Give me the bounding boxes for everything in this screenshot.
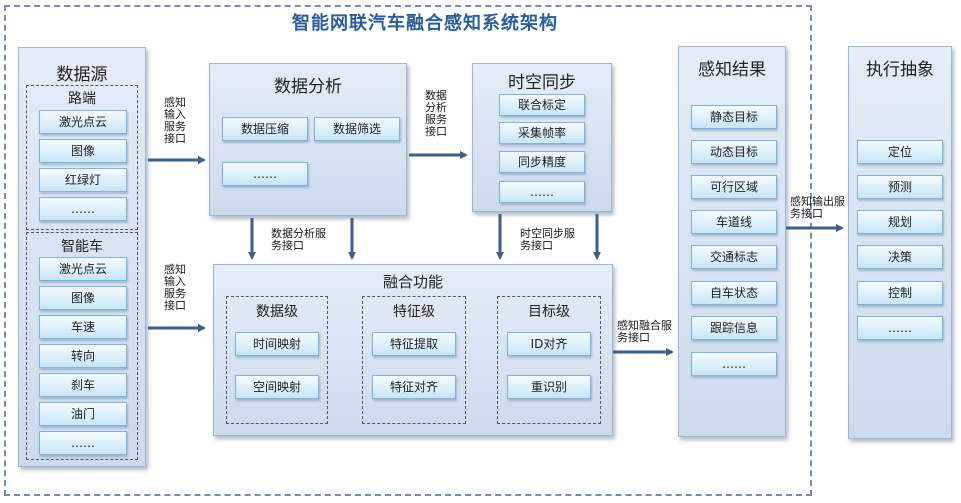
roadside-item: 红绿灯 xyxy=(39,168,127,192)
feature-level-item: 特征提取 xyxy=(372,332,456,356)
execution-item: 定位 xyxy=(857,140,943,164)
roadside-title: 路端 xyxy=(68,91,96,107)
fusion-title: 融合功能 xyxy=(382,273,443,291)
execution-item: 规划 xyxy=(857,210,943,234)
spatiotemporal-sync-panel: 时空同步 联合标定 采集帧率 同步精度 …… xyxy=(472,63,612,212)
roadside-group: 路端 激光点云 图像 红绿灯 …… xyxy=(26,85,138,230)
execution-item: 控制 xyxy=(857,281,943,305)
data-analysis-panel: 数据分析 数据压缩 数据筛选 …… xyxy=(209,63,407,216)
execution-item: …… xyxy=(857,316,943,340)
data-analysis-item: 数据压缩 xyxy=(222,117,308,141)
data-analysis-item: 数据筛选 xyxy=(314,117,400,141)
vehicle-item: 激光点云 xyxy=(39,257,127,281)
execution-item: 决策 xyxy=(857,245,943,269)
data-analysis-item: …… xyxy=(222,162,308,186)
perception-result-item: 车道线 xyxy=(691,210,777,234)
vehicle-title: 智能车 xyxy=(61,239,103,255)
analysis-interface-label: 数据分析服务接口 xyxy=(425,89,447,138)
perception-result-item: 自车状态 xyxy=(691,281,777,305)
data-analysis-title: 数据分析 xyxy=(274,77,342,97)
input-interface-label-bottom: 感知输入服务接口 xyxy=(164,263,186,312)
data-level-item: 空间映射 xyxy=(235,375,319,399)
target-level-group: 目标级 ID对齐 重识别 xyxy=(497,296,601,424)
perception-results-title: 感知结果 xyxy=(698,60,766,80)
feature-level-group: 特征级 特征提取 特征对齐 xyxy=(362,296,466,424)
fusion-panel: 融合功能 数据级 时间映射 空间映射 特征级 特征提取 特征对齐 目标级 ID对… xyxy=(213,264,613,436)
perception-result-item: 交通标志 xyxy=(691,245,777,269)
roadside-item: …… xyxy=(39,197,127,221)
target-level-item: 重识别 xyxy=(507,375,591,399)
fusion-out-interface-label: 感知融合服务接口 xyxy=(617,319,672,344)
perception-out-interface-label: 感知输出服务接口 xyxy=(790,195,845,220)
roadside-item: 激光点云 xyxy=(39,110,127,134)
data-level-item: 时间映射 xyxy=(235,332,319,356)
execution-panel: 执行抽象 定位 预测 规划 决策 控制 …… xyxy=(848,46,952,439)
roadside-item: 图像 xyxy=(39,139,127,163)
execution-item: 预测 xyxy=(857,175,943,199)
perception-result-item: 可行区域 xyxy=(691,175,777,199)
perception-result-item: 跟踪信息 xyxy=(691,316,777,340)
data-source-panel: 数据源 路端 激光点云 图像 红绿灯 …… 智能车 激光点云 图像 车速 转向 … xyxy=(18,47,146,467)
target-level-title: 目标级 xyxy=(528,304,570,320)
data-source-title: 数据源 xyxy=(56,65,108,85)
perception-result-item: 静态目标 xyxy=(691,105,777,129)
perception-results-panel: 感知结果 静态目标 动态目标 可行区域 车道线 交通标志 自车状态 跟踪信息 …… xyxy=(678,46,786,437)
sync-down-interface-label: 时空同步服务接口 xyxy=(520,227,575,252)
spatiotemporal-sync-title: 时空同步 xyxy=(508,73,576,93)
vehicle-item: 油门 xyxy=(39,402,127,426)
vehicle-item: 转向 xyxy=(39,344,127,368)
data-level-title: 数据级 xyxy=(256,304,298,320)
perception-result-item: 动态目标 xyxy=(691,140,777,164)
sync-item: 同步精度 xyxy=(499,151,585,173)
target-level-item: ID对齐 xyxy=(507,332,591,356)
sync-item: 联合标定 xyxy=(499,94,585,116)
perception-result-item: …… xyxy=(691,352,777,376)
vehicle-item: 刹车 xyxy=(39,373,127,397)
system-boundary xyxy=(4,5,812,496)
sync-item: 采集帧率 xyxy=(499,122,585,144)
vehicle-item: …… xyxy=(39,431,127,455)
data-level-group: 数据级 时间映射 空间映射 xyxy=(226,296,328,424)
sync-item: …… xyxy=(499,181,585,203)
vehicle-group: 智能车 激光点云 图像 车速 转向 刹车 油门 …… xyxy=(26,232,138,460)
diagram-title: 智能网联汽车融合感知系统架构 xyxy=(292,13,558,34)
vehicle-item: 图像 xyxy=(39,286,127,310)
analysis-down-interface-label: 数据分析服务接口 xyxy=(271,227,326,252)
input-interface-label-top: 感知输入服务接口 xyxy=(164,96,186,145)
execution-title: 执行抽象 xyxy=(866,60,934,80)
feature-level-title: 特征级 xyxy=(393,304,435,320)
feature-level-item: 特征对齐 xyxy=(372,375,456,399)
vehicle-item: 车速 xyxy=(39,315,127,339)
